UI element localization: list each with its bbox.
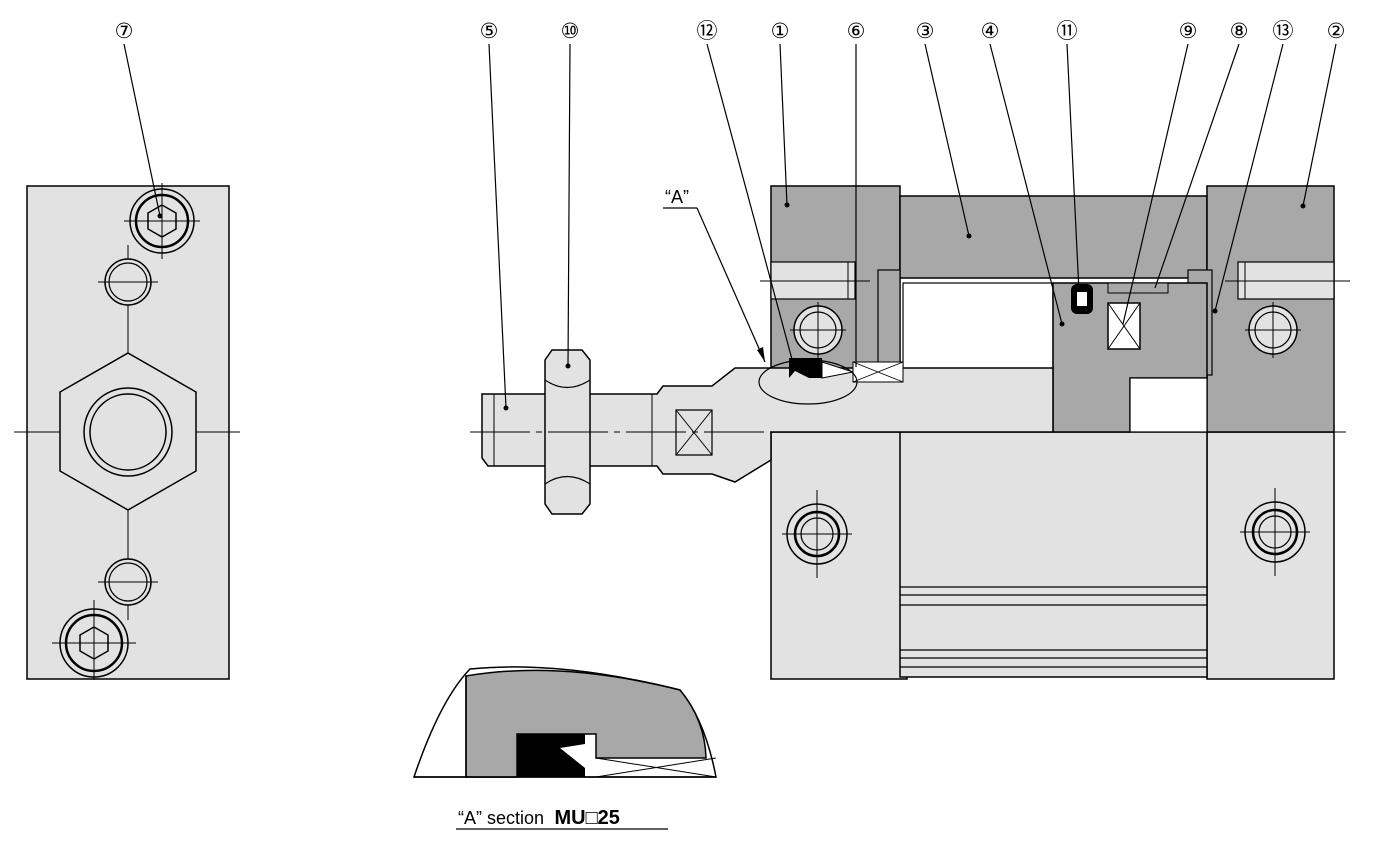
head-cover-thread: [1225, 261, 1350, 300]
rod-cover-lower-hole: [782, 490, 852, 578]
side-hole-upper: [98, 258, 158, 306]
caption-prefix: “A” section: [458, 808, 544, 828]
caption-model: MU□25: [554, 807, 619, 829]
magnet-section: [1107, 302, 1141, 350]
detail-a-view: [412, 666, 717, 778]
bottom-socket-screw: [52, 600, 136, 680]
detail-caption-text: “A” section MU□25: [458, 807, 620, 829]
detail-circle-a: [758, 359, 858, 405]
callout-labels: ⑦ ⑤ ⑩ ⑫ ① ⑥ ③ ④ ⑪ ⑨ ⑧ ⑬ ②: [115, 20, 1346, 43]
callout-4: ④: [981, 20, 1000, 43]
callout-8: ⑧: [1230, 20, 1249, 43]
callout-11: ⑪: [1057, 20, 1078, 43]
side-hole-lower: [98, 558, 158, 606]
tube-lower: [899, 431, 1208, 678]
head-cover-section: [1206, 185, 1335, 433]
callout-2: ②: [1327, 20, 1346, 43]
callout-5: ⑤: [480, 20, 499, 43]
detail-caption: “A” section MU□25: [456, 807, 668, 830]
rod-seal: [789, 358, 854, 379]
callout-13: ⑬: [1273, 20, 1294, 43]
rod-cover-lower: [770, 431, 908, 680]
head-cover-upper-hole: [1245, 302, 1301, 358]
leader-lines: [123, 43, 1337, 409]
callout-9: ⑨: [1179, 20, 1198, 43]
callout-7: ⑦: [115, 20, 134, 43]
callout-1: ①: [771, 20, 790, 43]
top-socket-screw: [124, 183, 200, 259]
side-view: [14, 183, 240, 680]
rod-cover-upper-hole: [790, 302, 846, 358]
rod-cover-thread: [760, 261, 870, 300]
leader-dots: [157, 202, 1306, 411]
bore-space: [902, 282, 1054, 379]
cylinder-tube-section: [899, 195, 1208, 279]
callout-6: ⑥: [847, 20, 866, 43]
callout-3: ③: [916, 20, 935, 43]
callout-10: ⑩: [561, 20, 580, 43]
main-section-view: [470, 185, 1350, 680]
section-a-marker: “A”: [665, 187, 689, 207]
callout-12: ⑫: [697, 20, 718, 43]
head-cover-lower-hole: [1240, 488, 1310, 576]
